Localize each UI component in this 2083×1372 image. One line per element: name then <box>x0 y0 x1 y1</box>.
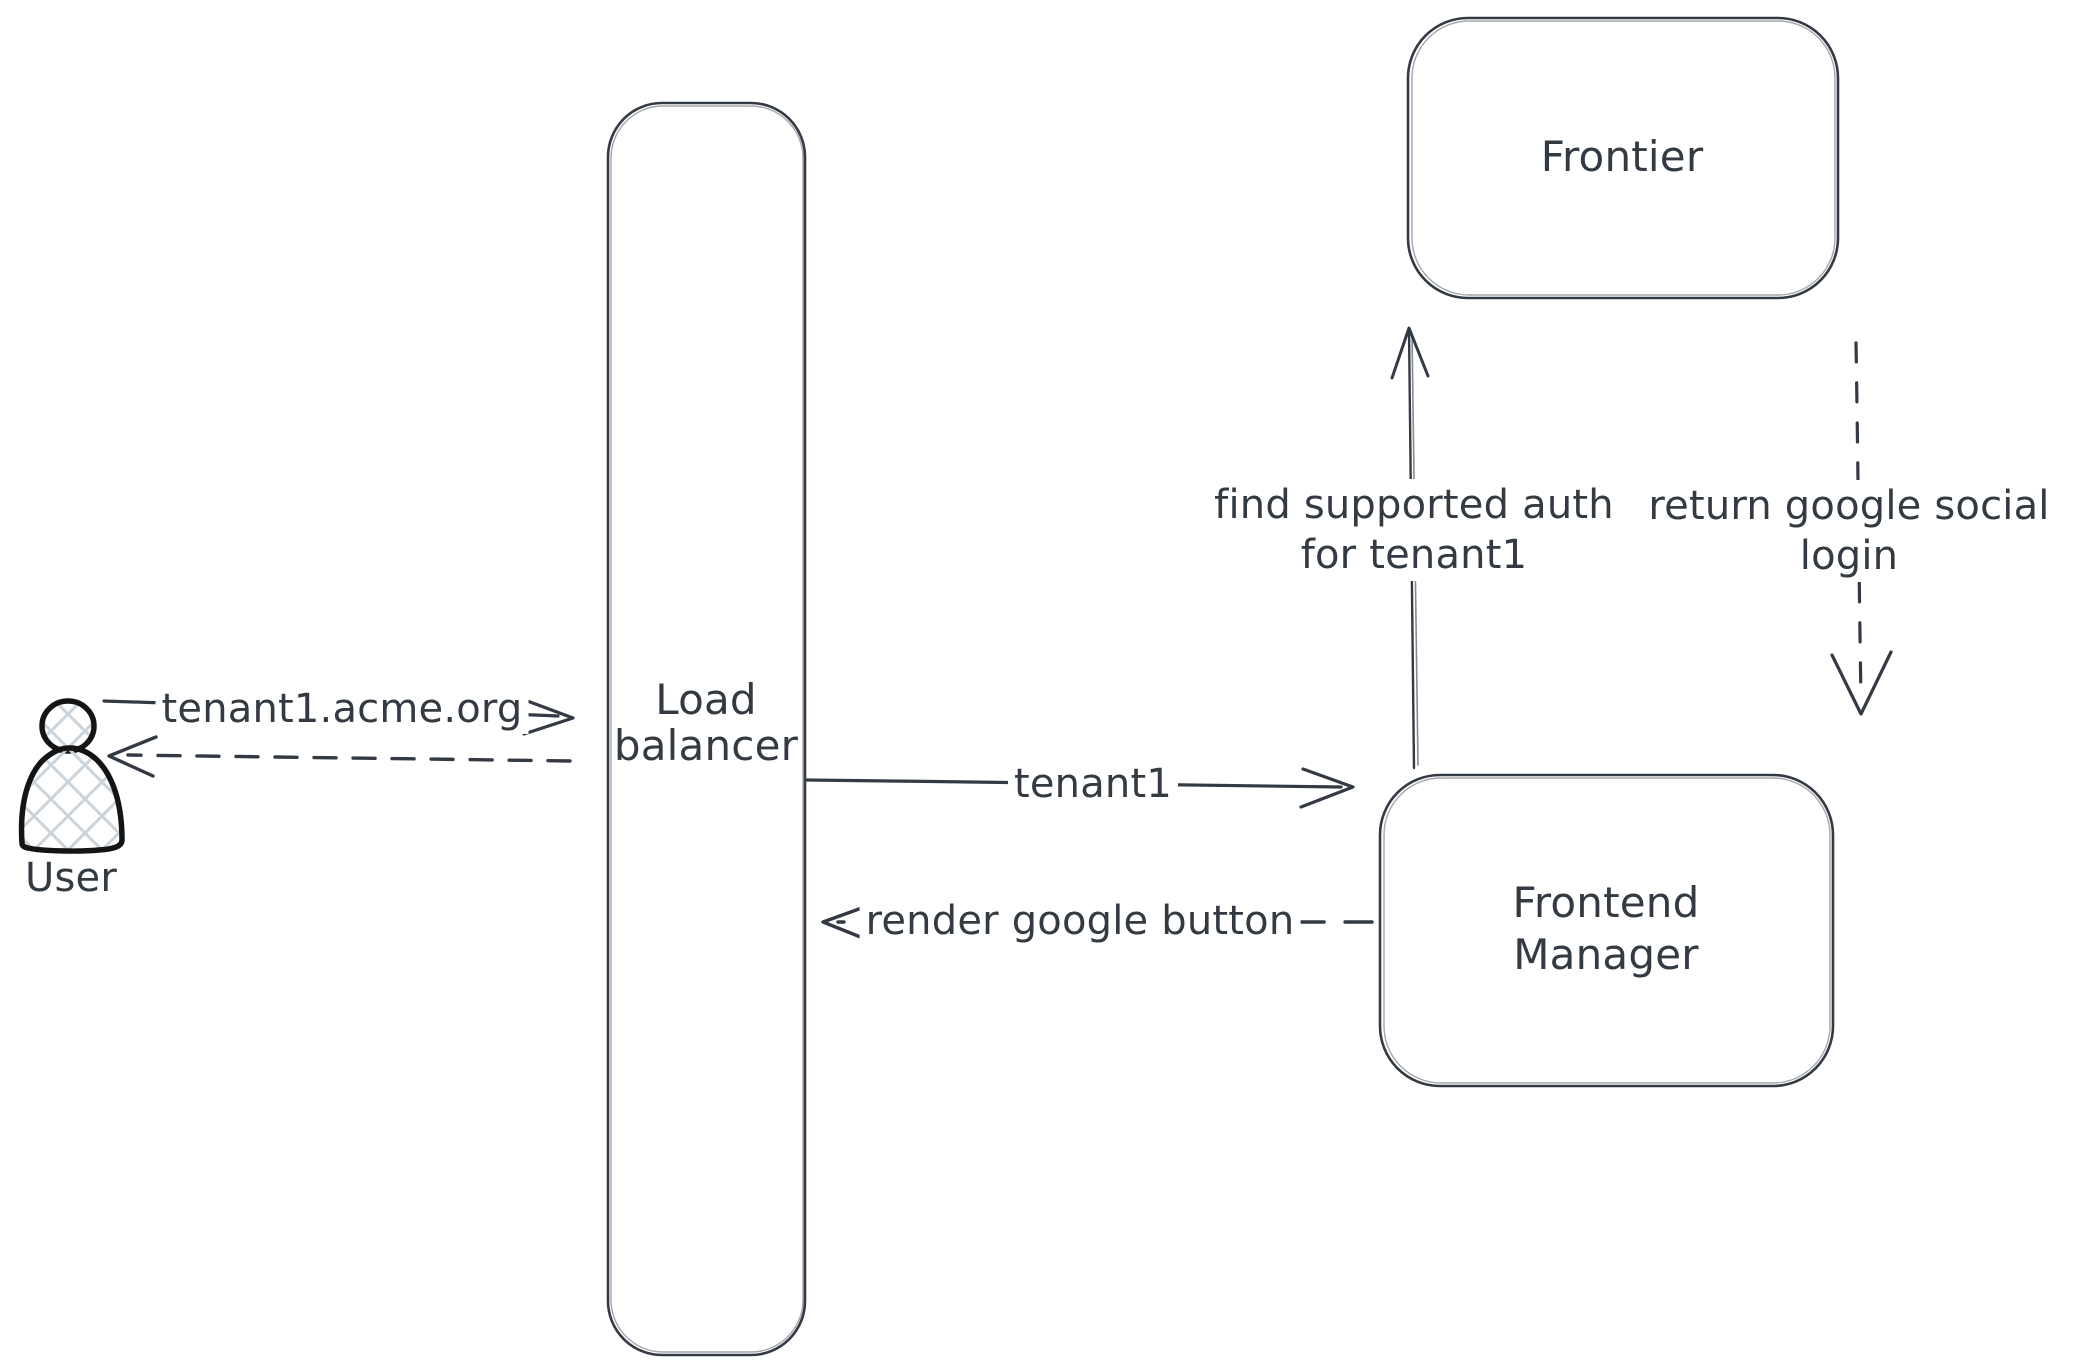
node-load-balancer-shape <box>606 101 807 1357</box>
edge-label-find-supported-auth: find supported auth for tenant1 <box>1208 479 1620 581</box>
edge-label-tenant1-acme-org: tenant1.acme.org <box>155 684 529 734</box>
node-label-load-balancer: Load balancer <box>614 677 798 769</box>
edge-load-balancer-to-user <box>107 735 572 778</box>
node-label-frontend-manager: Frontend Manager <box>1513 877 1700 981</box>
edge-label-return-google-social-login-line2: login <box>1799 533 1899 579</box>
user-actor-label: User <box>25 855 117 901</box>
node-label-load-balancer-line2: balancer <box>613 721 799 770</box>
node-label-frontier: Frontier <box>1540 131 1704 181</box>
edge-label-return-google-social-login: return google social login <box>1642 480 2056 582</box>
edge-label-find-supported-auth-line2: for tenant1 <box>1300 532 1528 578</box>
edge-label-tenant1: tenant1 <box>1007 759 1179 809</box>
user-actor-icon <box>18 698 125 854</box>
node-label-frontend-manager-line2: Manager <box>1513 930 1699 979</box>
node-label-load-balancer-line1: Load <box>655 675 757 724</box>
node-frontend-manager-shape <box>1378 773 1835 1088</box>
node-frontier-shape <box>1406 16 1840 300</box>
edge-label-return-google-social-login-line1: return google social <box>1648 483 2050 529</box>
edge-label-render-google-button: render google button <box>859 896 1301 946</box>
node-label-frontend-manager-line1: Frontend <box>1512 878 1700 927</box>
edge-label-find-supported-auth-line1: find supported auth <box>1214 482 1614 528</box>
